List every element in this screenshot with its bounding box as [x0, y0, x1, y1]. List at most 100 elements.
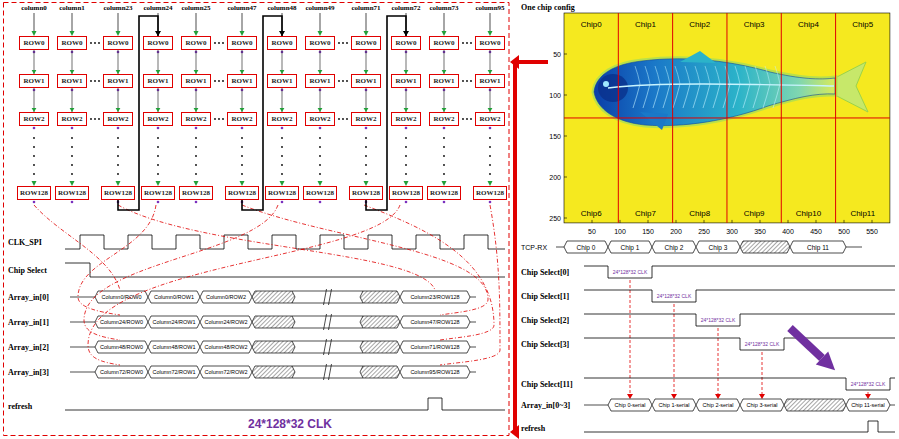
row-box: ROW1	[19, 74, 49, 88]
fish-fin	[680, 51, 716, 63]
ellipsis-dot	[241, 137, 243, 139]
port-dot	[33, 201, 36, 204]
port-dot	[319, 127, 322, 130]
connector	[156, 50, 161, 74]
ellipsis-dot	[117, 137, 119, 139]
axis-tick: 300	[726, 228, 738, 235]
connector	[70, 88, 75, 112]
box-text: ROW0	[148, 39, 169, 47]
ellipsis-dot	[222, 80, 224, 82]
bus-hatch	[784, 399, 846, 411]
chip-label: Chip6	[581, 209, 602, 218]
bus-value: Chip 1-serial	[659, 402, 690, 408]
ellipsis-dot	[281, 137, 283, 139]
ellipsis-dot	[94, 118, 96, 120]
wire	[760, 220, 761, 223]
signal-name: Chip Select[0]	[521, 268, 569, 277]
clock-count: 24*128*32 CLK	[851, 381, 885, 387]
wire	[653, 84, 660, 108]
ellipsis-dot	[195, 146, 197, 148]
row-box: ROW0	[351, 36, 381, 50]
connector	[280, 88, 285, 112]
wire	[78, 205, 156, 315]
box-text: ROW2	[272, 115, 293, 123]
ellipsis-dot	[365, 137, 367, 139]
ellipsis-dot	[470, 80, 472, 82]
row-box: ROW0	[267, 36, 297, 50]
box-text: ROW128	[268, 189, 296, 197]
wire	[564, 136, 567, 137]
ellipsis-dot	[71, 146, 73, 148]
wire	[685, 66, 690, 84]
bus-value: Column72/ROW1	[152, 369, 195, 375]
wire	[753, 84, 760, 108]
row-box: ROW0	[181, 36, 211, 50]
row-box: ROW128	[141, 186, 175, 200]
bus-segment	[400, 341, 470, 353]
arrow-head	[627, 394, 633, 399]
wire	[620, 220, 621, 223]
connector	[194, 88, 199, 112]
ellipsis-dot	[71, 137, 73, 139]
axis-tick: 400	[782, 228, 794, 235]
wire	[584, 266, 895, 278]
ellipsis-dot	[281, 146, 283, 148]
port-dot	[405, 201, 408, 204]
ellipsis-dot	[195, 137, 197, 139]
connector	[442, 88, 447, 112]
bus-value: Column23/ROW128	[410, 294, 459, 300]
box-text: ROW128	[144, 189, 172, 197]
wire	[890, 405, 895, 406]
axis-tick: 150	[549, 133, 561, 140]
row-box: ROW128	[265, 186, 299, 200]
bus-hatch	[252, 366, 295, 378]
chip-label: Chip0	[581, 20, 602, 29]
bus-segment	[200, 316, 252, 328]
clock-count: 24*128*32 CLK	[657, 293, 691, 299]
wire	[844, 220, 845, 223]
wire	[564, 54, 567, 55]
column-label: column23	[103, 4, 132, 12]
port-dot	[281, 127, 284, 130]
ellipsis-dot	[71, 164, 73, 166]
box-text: ROW2	[480, 115, 501, 123]
box-text: ROW2	[148, 115, 169, 123]
wire	[324, 314, 332, 330]
bus-segment	[95, 366, 148, 378]
port-dot	[157, 127, 160, 130]
ellipsis-dot	[466, 118, 468, 120]
clock-count: 24*128*32 CLK	[248, 417, 332, 431]
arrow-head	[510, 55, 519, 69]
ellipsis-dot	[342, 118, 344, 120]
box-text: ROW0	[396, 39, 417, 47]
connector	[404, 50, 409, 74]
wire	[635, 66, 640, 84]
wire	[743, 84, 750, 108]
wire	[564, 177, 567, 178]
ellipsis-dot	[214, 42, 216, 44]
port-dot	[405, 127, 408, 130]
bus-value: Column48/ROW1	[152, 344, 195, 350]
bus-value: Column48/ROW2	[204, 344, 247, 350]
wire	[440, 205, 500, 365]
wire	[765, 66, 770, 84]
bus-segment	[740, 399, 784, 411]
ellipsis-dot	[195, 155, 197, 157]
ellipsis-dot	[365, 173, 367, 175]
bus-segment	[148, 316, 200, 328]
row-box: ROW0	[19, 36, 49, 50]
ellipsis-dot	[71, 155, 73, 157]
port-dot	[117, 127, 120, 130]
ellipsis-dot	[241, 173, 243, 175]
wire	[645, 66, 650, 84]
wire	[715, 66, 720, 84]
row-box: ROW128	[473, 186, 507, 200]
fish-fin	[640, 112, 668, 130]
wire	[196, 13, 197, 31]
row-box: ROW0	[143, 36, 173, 50]
signal-name: Chip Select[1]	[521, 292, 569, 301]
row-box: ROW128	[17, 186, 51, 200]
wire	[364, 205, 494, 340]
axis-tick: 100	[549, 92, 561, 99]
wire	[515, 60, 518, 434]
